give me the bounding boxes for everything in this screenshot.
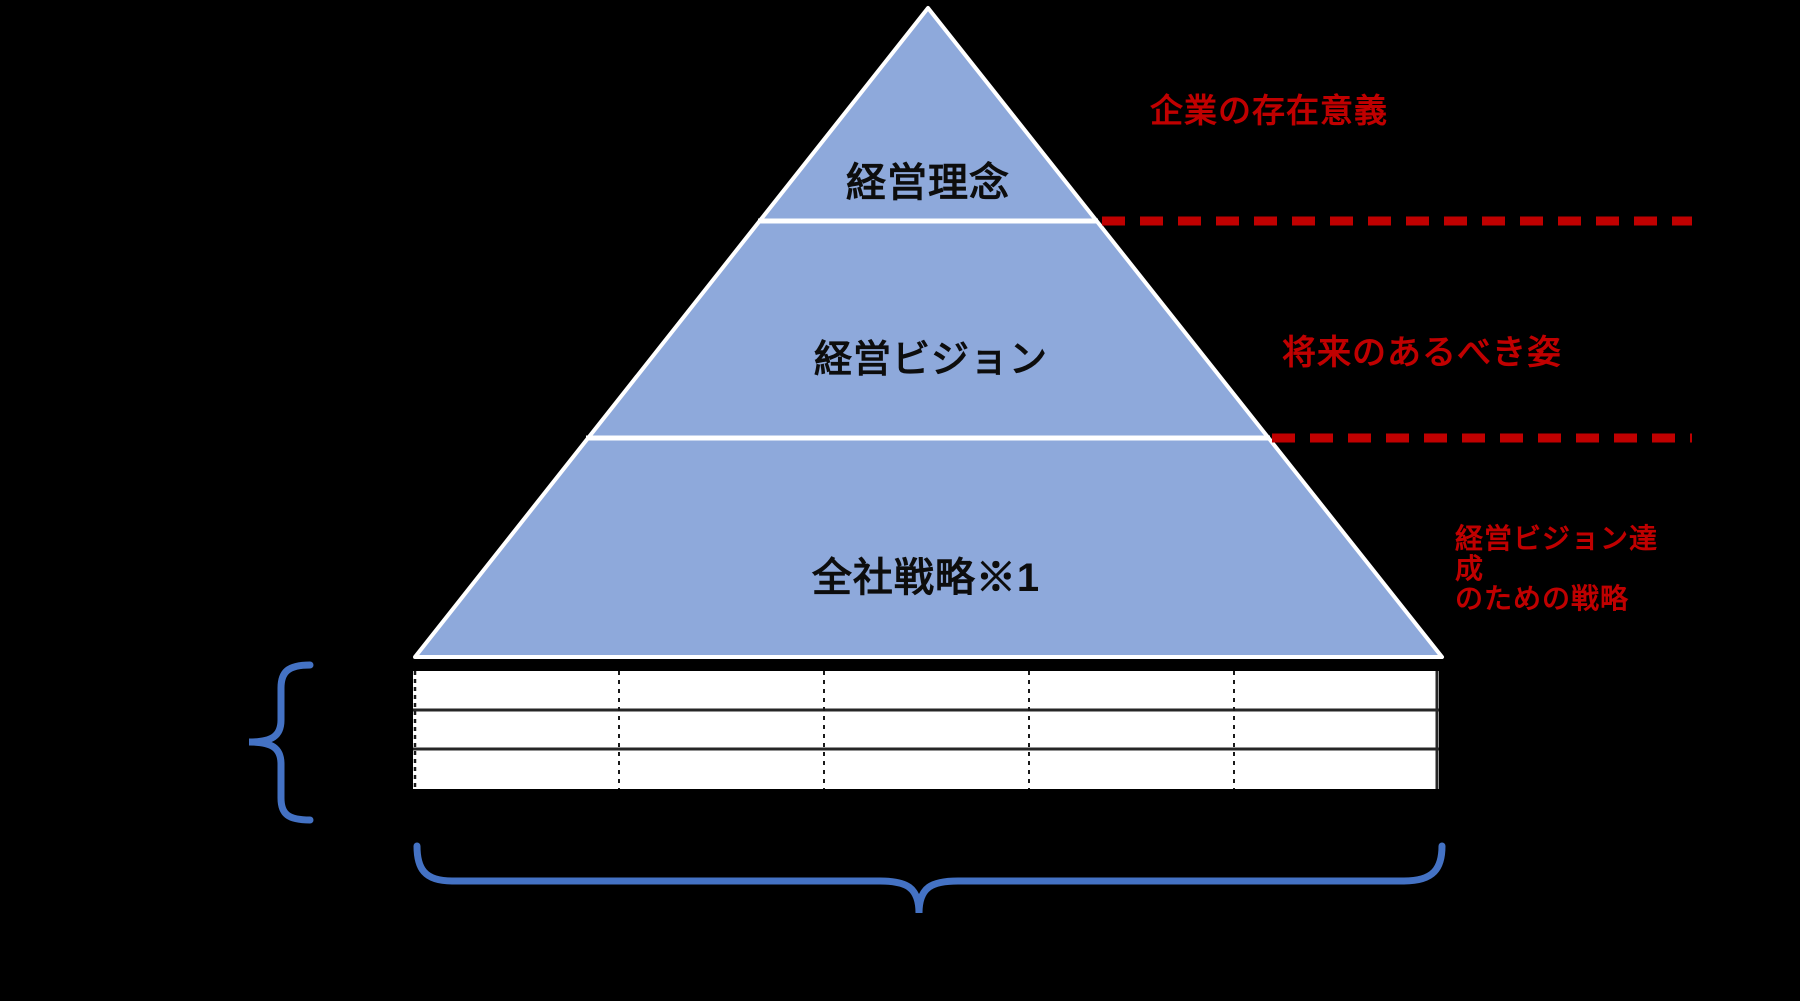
pyramid-shape: [413, 6, 1444, 659]
left-curly-brace: [248, 661, 314, 824]
annotation-level-1: 企業の存在意義: [1150, 92, 1388, 129]
strategy-table: [413, 671, 1439, 789]
annotation-level-3-line-1: 経営ビジョン達成: [1455, 523, 1659, 584]
annotation-level-3: 経営ビジョン達成 のための戦略: [1455, 524, 1685, 614]
pyramid-level-2-label: 経営ビジョン: [813, 339, 1049, 381]
pyramid-level-3-label: 全社戦略※1: [811, 556, 1041, 600]
bottom-curly-brace: [413, 842, 1446, 914]
pyramid-level-1-label: 経営理念: [846, 161, 1010, 205]
annotation-level-3-line-2: のための戦略: [1455, 583, 1630, 614]
annotation-level-2: 将来のあるべき姿: [1282, 334, 1562, 372]
